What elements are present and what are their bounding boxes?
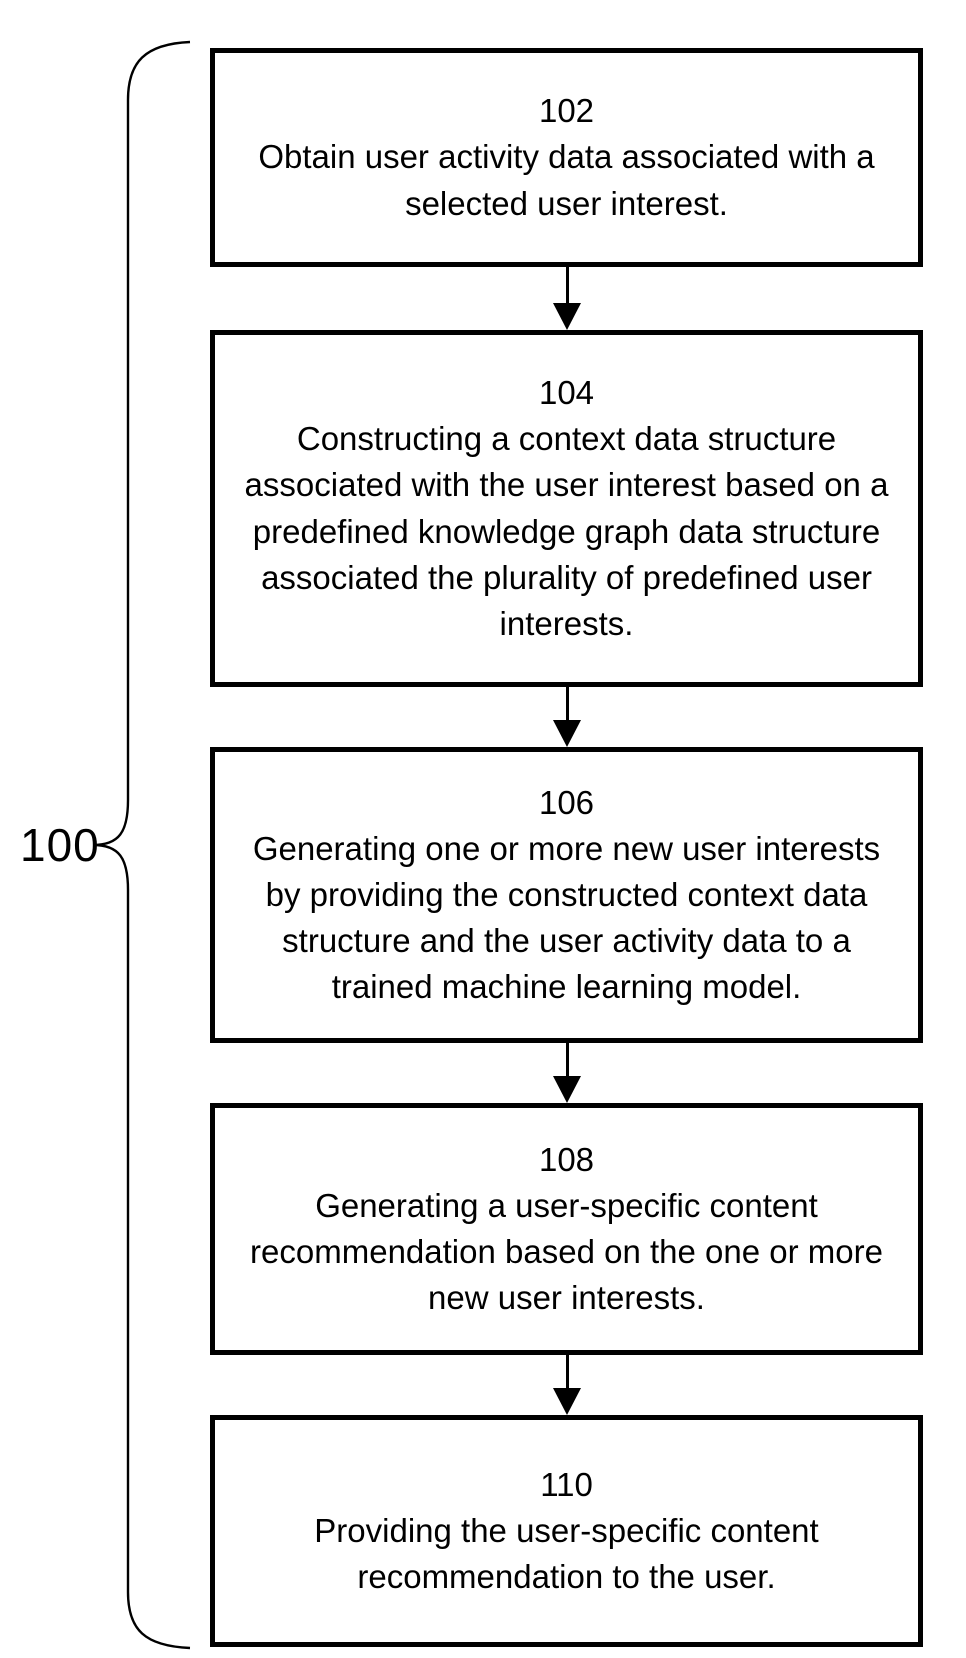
flow-step-106: 106 Generating one or more new user inte… bbox=[210, 747, 923, 1043]
arrow-head-icon bbox=[553, 720, 581, 747]
flow-arrow bbox=[552, 687, 582, 747]
step-text: Constructing a context data structure as… bbox=[244, 420, 889, 642]
arrow-head-icon bbox=[553, 303, 581, 330]
step-text: Generating one or more new user interest… bbox=[252, 829, 881, 1006]
step-text: Providing the user-specific content reco… bbox=[314, 1511, 819, 1596]
figure-label: 100 bbox=[20, 819, 100, 871]
step-number: 104 bbox=[538, 373, 595, 411]
step-text: Generating a user-specific content recom… bbox=[250, 1186, 883, 1317]
flow-step-102: 102 Obtain user activity data associated… bbox=[210, 48, 923, 267]
arrow-shaft bbox=[565, 1043, 569, 1077]
flow-step-108: 108 Generating a user-specific content r… bbox=[210, 1103, 923, 1355]
arrow-shaft bbox=[565, 687, 569, 721]
step-number: 110 bbox=[540, 1465, 593, 1503]
arrow-shaft bbox=[565, 267, 569, 304]
flow-step-110: 110 Providing the user-specific content … bbox=[210, 1415, 923, 1647]
flow-arrow bbox=[552, 1355, 582, 1415]
step-number: 102 bbox=[538, 92, 595, 130]
step-number: 106 bbox=[538, 783, 595, 821]
step-number: 108 bbox=[538, 1140, 595, 1178]
flow-arrow bbox=[552, 1043, 582, 1103]
left-brace bbox=[92, 40, 191, 1650]
arrow-head-icon bbox=[553, 1388, 581, 1415]
flow-arrow bbox=[552, 267, 582, 330]
arrow-shaft bbox=[565, 1355, 569, 1389]
arrow-head-icon bbox=[553, 1076, 581, 1103]
flow-step-104: 104 Constructing a context data structur… bbox=[210, 330, 923, 687]
step-text: Obtain user activity data associated wit… bbox=[258, 138, 875, 222]
